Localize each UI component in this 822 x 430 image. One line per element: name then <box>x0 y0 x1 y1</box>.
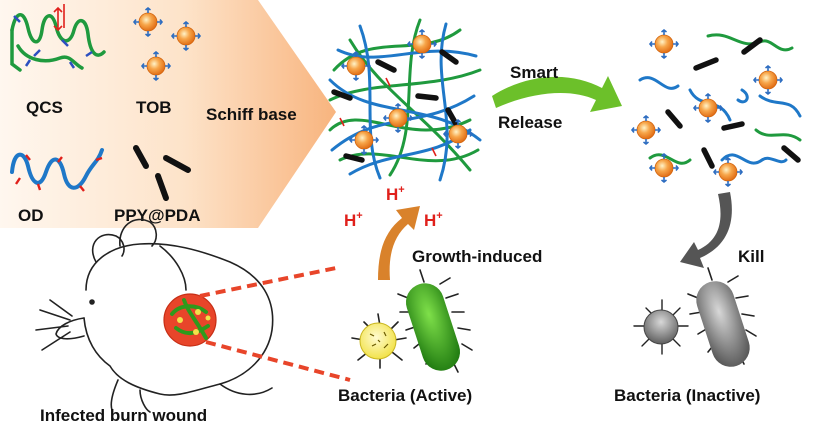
qcs-polymer-icon <box>10 4 106 72</box>
components-panel <box>0 0 336 228</box>
growth-induced-arrow <box>378 206 420 280</box>
release-label: Release <box>498 113 562 132</box>
zoom-lines <box>199 266 351 382</box>
od-label: OD <box>18 206 44 225</box>
mouse-illustration <box>35 218 274 413</box>
h-plus-label-2: H+ <box>344 210 363 230</box>
network-rods <box>331 49 459 163</box>
kill-label: Kill <box>738 247 764 266</box>
network-linkers <box>339 77 437 157</box>
growth-induced-label: Growth-induced <box>412 247 542 266</box>
od-polymer-icon <box>10 148 104 192</box>
ppy-pda-label: PPY@PDA <box>114 206 201 225</box>
wound-icon <box>163 293 217 347</box>
inactive-bacteria-icon <box>633 267 757 367</box>
kill-arrow <box>680 192 732 268</box>
ppy-pda-rods-icon <box>133 145 191 201</box>
smart-label: Smart <box>510 63 559 82</box>
bacteria-active-caption: Bacteria (Active) <box>338 386 472 405</box>
schiff-base-label: Schiff base <box>206 105 297 124</box>
wound-caption: Infected burn wound <box>40 406 207 425</box>
h-plus-label-3: H+ <box>424 210 443 230</box>
network-tob-particles <box>341 29 473 155</box>
released-rods <box>665 37 801 169</box>
tob-label: TOB <box>136 98 172 117</box>
smart-release-arrow <box>492 76 622 112</box>
active-bacteria-icon <box>351 269 473 373</box>
h-plus-label-1: H+ <box>386 184 405 204</box>
bacteria-inactive-caption: Bacteria (Inactive) <box>614 386 760 405</box>
qcs-label: QCS <box>26 98 63 117</box>
